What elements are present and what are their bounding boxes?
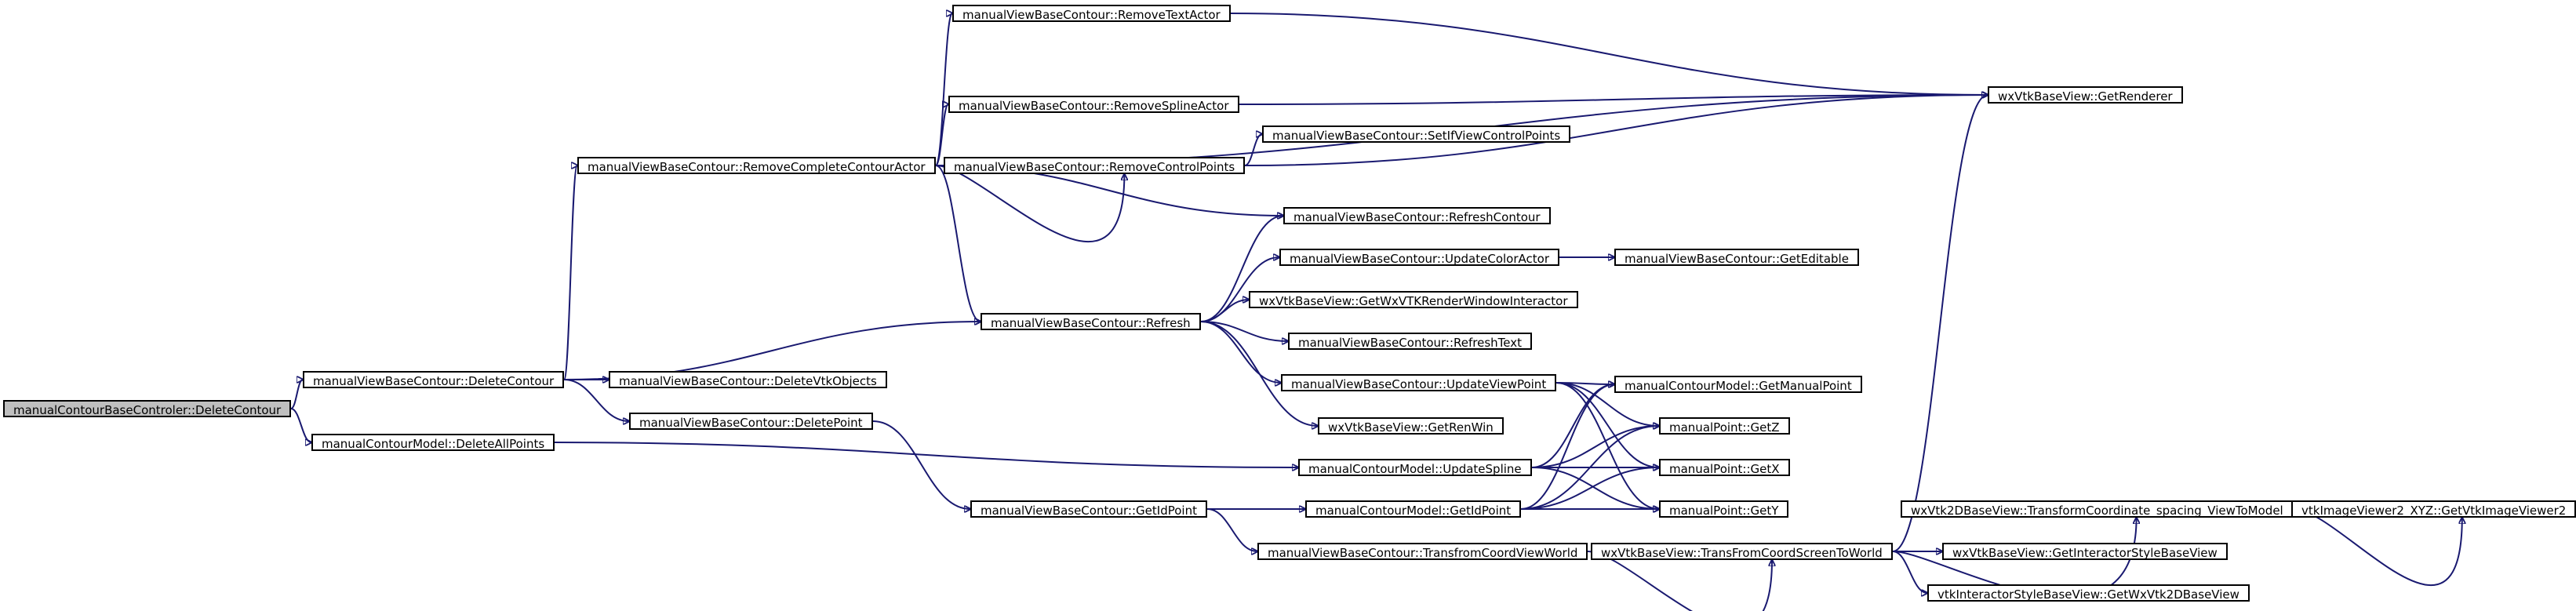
edge-root-to-deleteContour (290, 380, 303, 409)
edge-removeCompleteContourActor-to-refresh (935, 165, 981, 322)
node-point-get-x[interactable]: manualPoint::GetX (1659, 459, 1790, 476)
node-refresh-text[interactable]: manualViewBaseContour::RefreshText (1288, 333, 1533, 350)
node-trans-from-coord-screen-to-world[interactable]: wxVtkBaseView::TransFromCoordScreenToWor… (1591, 543, 1893, 560)
node-update-spline[interactable]: manualContourModel::UpdateSpline (1298, 459, 1532, 476)
edge-updateViewPoint-to-getX (1555, 382, 1659, 467)
node-get-renderer[interactable]: wxVtkBaseView::GetRenderer (1988, 86, 2183, 104)
edge-refresh-to-refreshText (1200, 321, 1288, 341)
node-transfrom-coord-view-world[interactable]: manualViewBaseContour::TransfromCoordVie… (1257, 543, 1588, 560)
edge-deleteAllPoints-to-updateSpline (554, 442, 1298, 467)
node-delete-point[interactable]: manualViewBaseContour::DeletePoint (629, 413, 873, 430)
edge-transformCoordinateSpacing-to-getVtkImageViewer2 (2293, 508, 2462, 586)
edge-removeCompleteContourActor-to-removeSplineActor (935, 104, 949, 166)
node-set-if-view-control-points[interactable]: manualViewBaseContour::SetIfViewControlP… (1262, 125, 1571, 143)
edge-transFromCoordScreenToWorld-to-getWxVtk2DBaseView (1892, 551, 1927, 593)
node-point-get-y[interactable]: manualPoint::GetY (1659, 500, 1789, 518)
node-remove-complete-contour-actor[interactable]: manualViewBaseContour::RemoveCompleteCon… (577, 157, 936, 174)
edge-getIdPointModel-to-getManualPoint (1520, 384, 1614, 510)
node-update-color-actor[interactable]: manualViewBaseContour::UpdateColorActor (1279, 249, 1559, 266)
node-model-delete-all-points[interactable]: manualContourModel::DeleteAllPoints (311, 434, 555, 451)
edge-transFromCoordScreenToWorld-to-getRenderer (1892, 95, 1988, 552)
edge-getIdPointView-to-transfromCoordViewWorld (1206, 508, 1257, 551)
edge-updateSpline-to-getZ (1531, 426, 1659, 468)
edge-refresh-to-refreshContour (1200, 216, 1283, 322)
edge-updateSpline-to-getY (1531, 467, 1659, 509)
edge-removeCompleteContourActor-to-removeControlPoints (935, 165, 1124, 243)
edge-getIdPointModel-to-getZ (1520, 426, 1659, 510)
edge-deletePoint-to-getIdPointView (872, 420, 970, 509)
node-get-wx-vtk-render-window-interactor[interactable]: wxVtkBaseView::GetWxVTKRenderWindowInter… (1249, 291, 1578, 308)
edge-deleteContour-to-deletePoint (563, 379, 629, 421)
node-transform-coordinate-spacing-view-to-model[interactable]: wxVtk2DBaseView::TransformCoordinate_spa… (1901, 500, 2294, 518)
edge-getIdPointModel-to-getX (1520, 467, 1659, 510)
node-remove-control-points[interactable]: manualViewBaseContour::RemoveControlPoin… (944, 157, 1246, 174)
node-get-wx-vtk-2d-base-view[interactable]: vtkInteractorStyleBaseView::GetWxVtk2DBa… (1927, 584, 2250, 602)
edge-removeCompleteContourActor-to-removeTextActor (935, 13, 952, 166)
node-get-interactor-style-base-view[interactable]: wxVtkBaseView::GetInteractorStyleBaseVie… (1942, 543, 2228, 560)
edge-removeTextActor-to-getRenderer (1230, 13, 1988, 95)
edge-deleteContour-to-removeCompleteContourActor (563, 165, 577, 380)
node-update-view-point[interactable]: manualViewBaseContour::UpdateViewPoint (1281, 374, 1557, 391)
node-remove-spline-actor[interactable]: manualViewBaseContour::RemoveSplineActor (948, 96, 1239, 113)
edge-root-to-deleteAllPoints (290, 408, 311, 442)
node-get-manual-point[interactable]: manualContourModel::GetManualPoint (1614, 376, 1862, 393)
node-model-get-id-point[interactable]: manualContourModel::GetIdPoint (1305, 500, 1522, 518)
node-refresh-contour[interactable]: manualViewBaseContour::RefreshContour (1283, 207, 1551, 224)
node-point-get-z[interactable]: manualPoint::GetZ (1659, 417, 1790, 435)
edge-refresh-to-getRenWin (1200, 321, 1318, 426)
node-remove-text-actor[interactable]: manualViewBaseContour::RemoveTextActor (952, 5, 1231, 22)
edge-removeControlPoints-to-getRenderer (1244, 95, 1988, 166)
edge-updateViewPoint-to-getZ (1555, 382, 1659, 426)
node-get-vtk-image-viewer2[interactable]: vtkImageViewer2_XYZ::GetVtkImageViewer2 (2291, 500, 2576, 518)
edge-removeControlPoints-to-setIfViewControlPoints (1244, 134, 1262, 166)
node-view-get-id-point[interactable]: manualViewBaseContour::GetIdPoint (970, 500, 1207, 518)
edge-updateViewPoint-to-getY (1555, 382, 1659, 509)
node-refresh[interactable]: manualViewBaseContour::Refresh (981, 313, 1201, 330)
node-delete-vtk-objects[interactable]: manualViewBaseContour::DeleteVtkObjects (609, 371, 887, 388)
node-get-editable[interactable]: manualViewBaseContour::GetEditable (1614, 249, 1859, 266)
node-root-delete-contour[interactable]: manualContourBaseControler::DeleteContou… (3, 400, 292, 417)
node-view-delete-contour[interactable]: manualViewBaseContour::DeleteContour (303, 371, 565, 388)
node-get-ren-win[interactable]: wxVtkBaseView::GetRenWin (1318, 417, 1504, 435)
edge-removeSplineActor-to-getRenderer (1239, 95, 1988, 105)
edge-refresh-to-updateColorActor (1200, 257, 1279, 322)
